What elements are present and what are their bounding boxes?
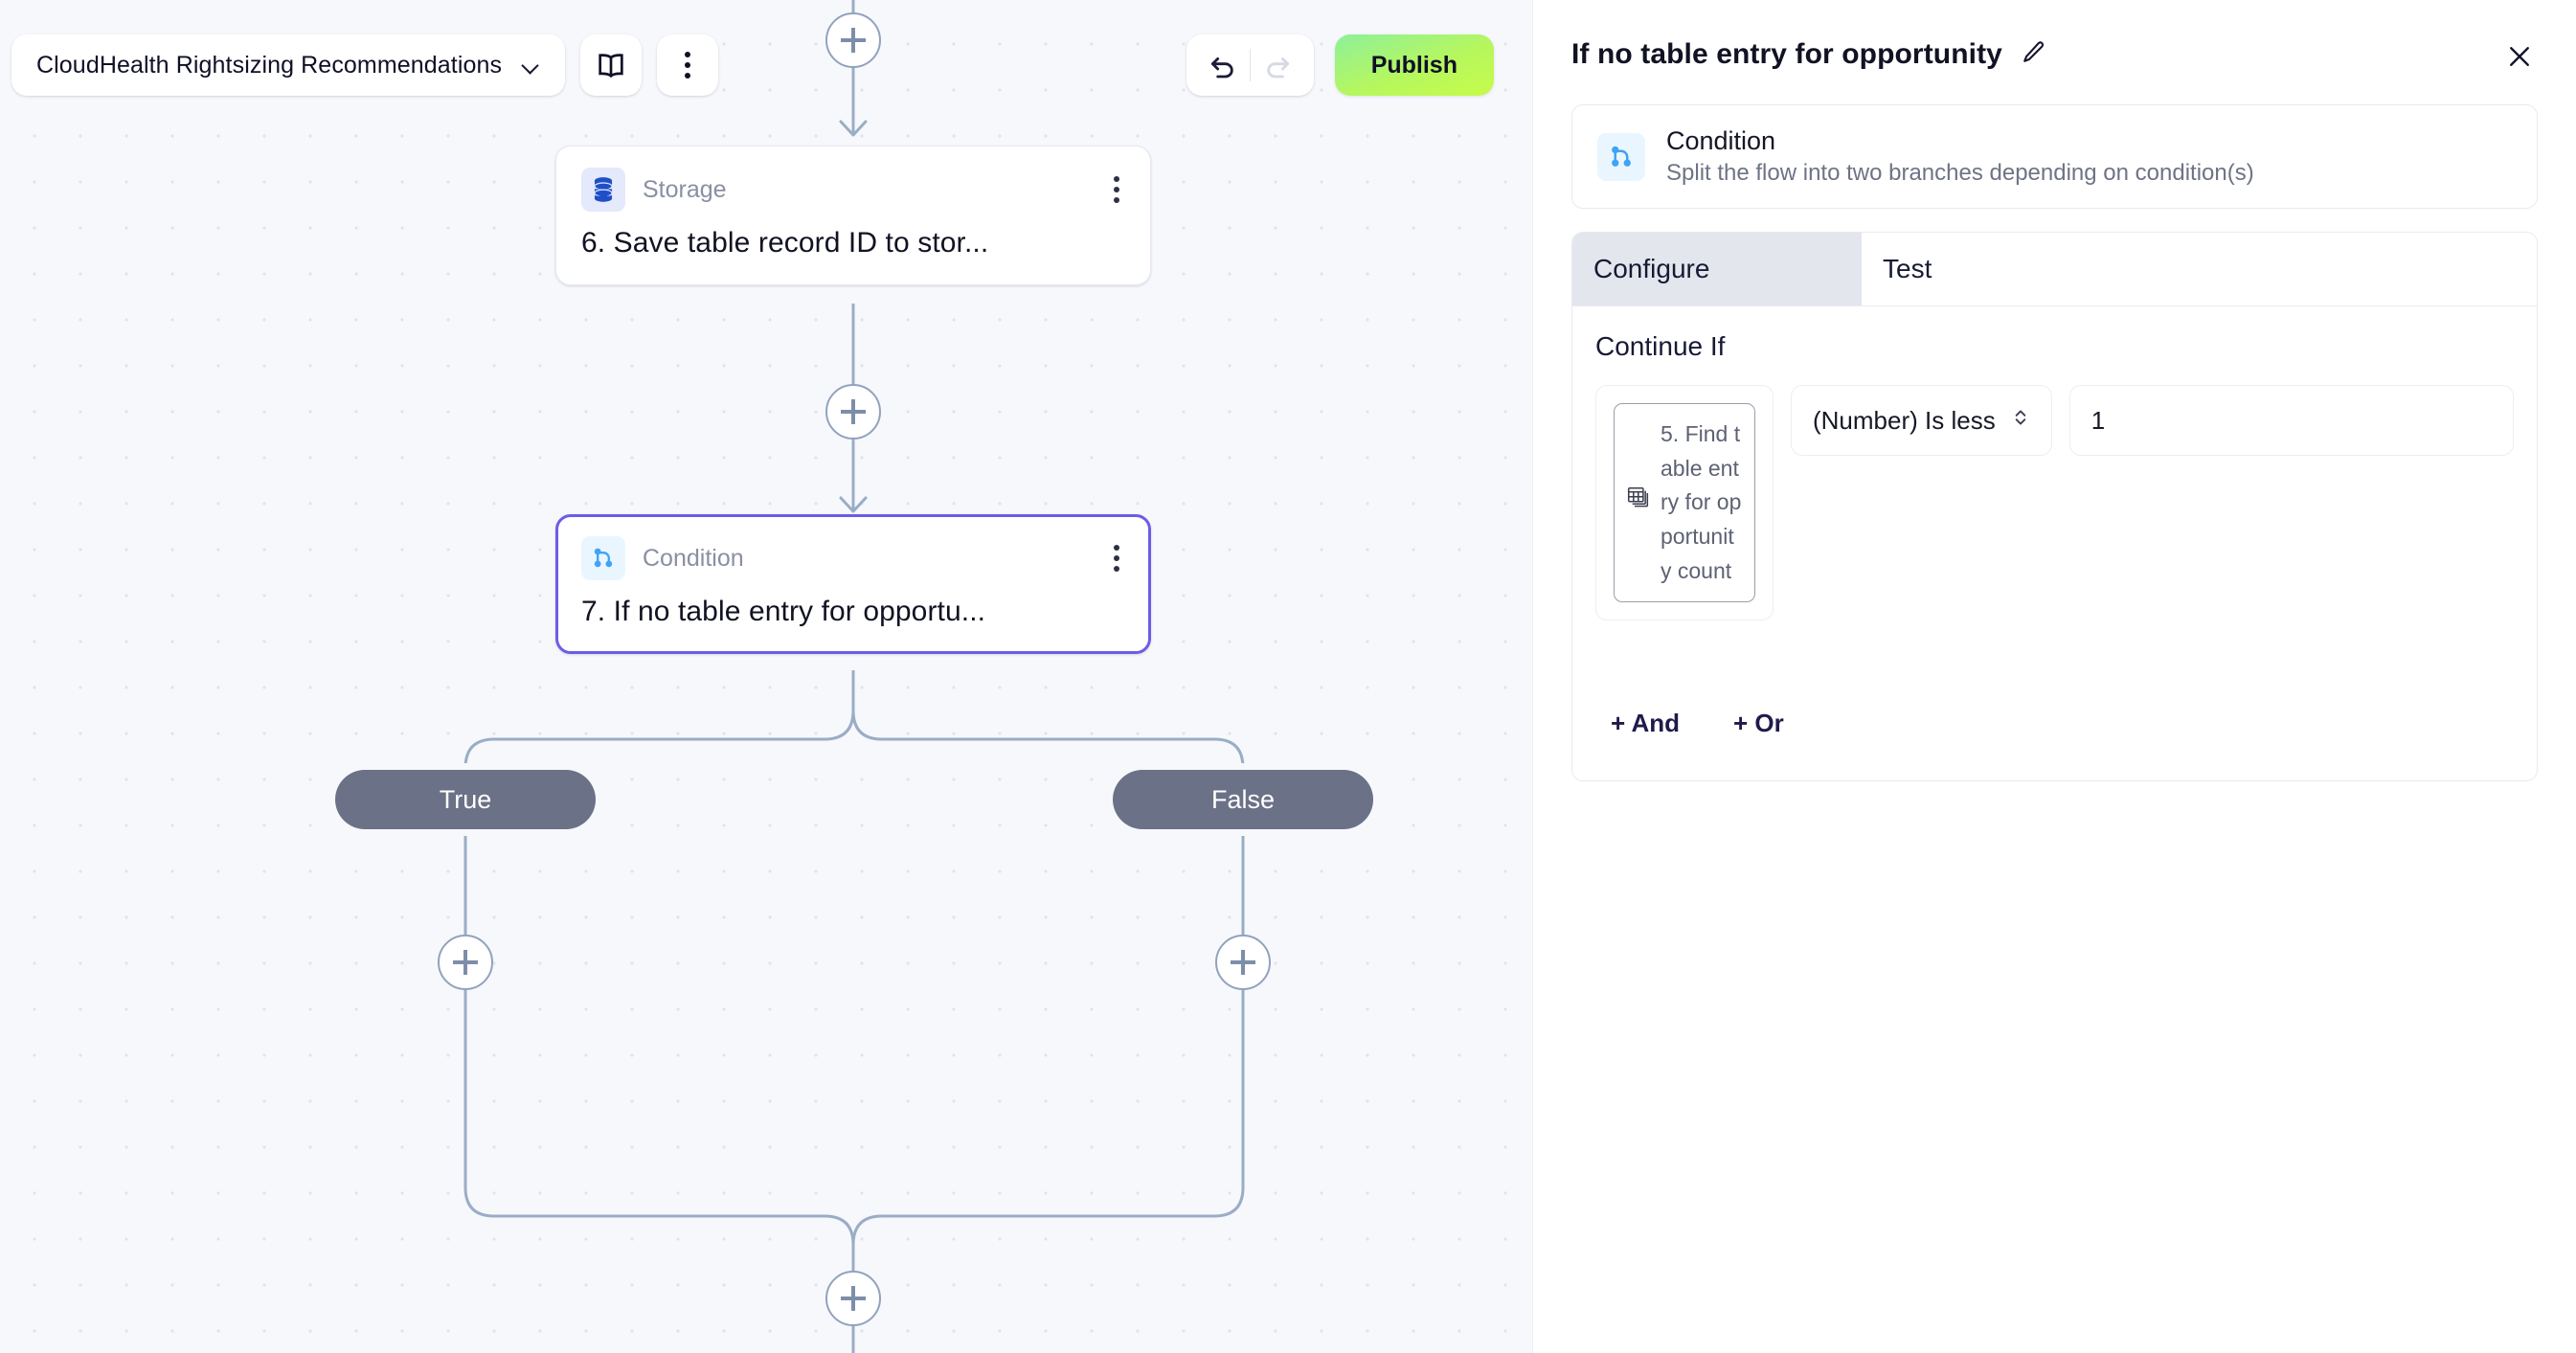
condition-operand-field[interactable]: 5. Find table entry for opportunity coun… xyxy=(1595,385,1774,621)
flow-connectors xyxy=(463,0,1245,1353)
publish-button[interactable]: Publish xyxy=(1334,34,1494,96)
node-kind-label: Storage xyxy=(643,175,727,203)
condition-row: 5. Find table entry for opportunity coun… xyxy=(1595,385,2514,621)
node-kind-label: Condition xyxy=(643,544,744,572)
database-glyph xyxy=(594,177,613,202)
canvas-toolbar-right: Publish xyxy=(1186,34,1494,96)
flow-canvas[interactable]: CloudHealth Rightsizing Recommendations xyxy=(0,0,1532,1353)
undo-redo-group xyxy=(1186,34,1314,96)
database-icon xyxy=(581,168,625,212)
node-header-left: Condition xyxy=(581,536,744,580)
node-kind-description: Split the flow into two branches dependi… xyxy=(1666,160,2254,186)
continue-if-label: Continue If xyxy=(1595,331,1726,361)
node-header: Condition xyxy=(581,536,1125,580)
chevron-updown-glyph xyxy=(2015,410,2025,424)
flow-node-condition[interactable]: Condition 7. If no table entry for oppor… xyxy=(555,514,1151,654)
undo-button[interactable] xyxy=(1196,38,1250,92)
tab-test[interactable]: Test xyxy=(1862,233,2537,305)
flow-name-dropdown[interactable]: CloudHealth Rightsizing Recommendations xyxy=(11,34,566,96)
pencil-glyph xyxy=(2023,40,2044,62)
docs-button[interactable] xyxy=(580,34,643,96)
operand-token-label: 5. Find table entry for opportunity coun… xyxy=(1661,421,1742,583)
add-step-true-button[interactable] xyxy=(438,935,493,990)
add-step-between-button[interactable] xyxy=(825,384,881,440)
book-icon xyxy=(599,54,623,79)
operand-token[interactable]: 5. Find table entry for opportunity coun… xyxy=(1614,403,1755,603)
redo-button[interactable] xyxy=(1251,38,1304,92)
pencil-icon[interactable] xyxy=(2020,39,2046,71)
branch-condition-glyph xyxy=(594,548,613,568)
add-or-button[interactable]: + Or xyxy=(1731,705,1786,742)
add-step-false-button[interactable] xyxy=(1215,935,1271,990)
table-stack-glyph xyxy=(1627,486,1649,507)
node-header: Storage xyxy=(581,168,1125,212)
node-menu-button[interactable] xyxy=(1108,170,1125,209)
configure-card: Configure Test Continue If xyxy=(1571,232,2538,782)
node-details-panel: If no table entry for opportunity xyxy=(1532,0,2576,1353)
branch-label-false[interactable]: False xyxy=(1113,770,1373,829)
node-kind-name: Condition xyxy=(1666,126,1776,155)
node-header-left: Storage xyxy=(581,168,727,212)
chevron-updown-icon xyxy=(2011,406,2030,436)
flow-more-menu-button[interactable] xyxy=(657,34,719,96)
tab-configure[interactable]: Configure xyxy=(1572,233,1862,305)
branch-condition-glyph xyxy=(1612,146,1631,167)
toolbar-divider xyxy=(1249,49,1251,81)
panel-tabs: Configure Test xyxy=(1572,233,2537,306)
panel-title: If no table entry for opportunity xyxy=(1571,38,2002,70)
undo-arrow-icon xyxy=(1210,56,1233,79)
close-icon[interactable] xyxy=(2501,38,2538,79)
branch-condition-icon xyxy=(581,536,625,580)
panel-header: If no table entry for opportunity xyxy=(1571,38,2538,79)
configure-body: Continue If xyxy=(1572,306,2537,780)
add-step-merge-button[interactable] xyxy=(825,1271,881,1326)
branch-label-true[interactable]: True xyxy=(335,770,596,829)
operator-label: (Number) Is less xyxy=(1813,405,1996,435)
flow-node-storage[interactable]: Storage 6. Save table record ID to stor.… xyxy=(555,146,1151,285)
node-kind-text: Condition Split the flow into two branch… xyxy=(1666,126,2254,187)
branch-condition-icon xyxy=(1597,132,1645,181)
table-stack-icon xyxy=(1626,485,1651,521)
node-menu-button[interactable] xyxy=(1108,539,1125,577)
kebab-menu-icon xyxy=(685,52,691,79)
node-title: 7. If no table entry for opportu... xyxy=(581,596,986,627)
node-title: 6. Save table record ID to stor... xyxy=(581,227,989,259)
canvas-toolbar-left: CloudHealth Rightsizing Recommendations xyxy=(11,34,719,96)
add-and-button[interactable]: + And xyxy=(1609,705,1682,742)
redo-arrow-icon xyxy=(1266,56,1289,79)
add-step-top-button[interactable] xyxy=(825,12,881,68)
condition-value-input[interactable] xyxy=(2068,385,2514,456)
operator-select[interactable]: (Number) Is less xyxy=(1791,385,2052,456)
logic-buttons: + And + Or xyxy=(1595,705,2514,742)
close-glyph xyxy=(2510,47,2529,66)
flow-name-label: CloudHealth Rightsizing Recommendations xyxy=(36,51,503,79)
chevron-down-icon xyxy=(523,57,538,73)
panel-title-wrap: If no table entry for opportunity xyxy=(1571,38,2046,71)
node-kind-card: Condition Split the flow into two branch… xyxy=(1571,104,2538,209)
